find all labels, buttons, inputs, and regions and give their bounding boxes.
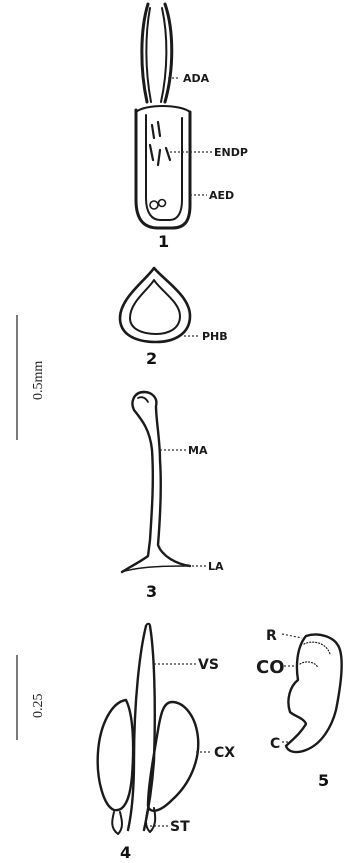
figure-2-phallobase: PHB 2: [120, 268, 228, 368]
label-vs: VS: [198, 657, 219, 673]
label-la: LA: [208, 560, 224, 573]
figure-5-gonocoxite: R CO C 5: [256, 628, 342, 790]
ma-head-detail: [138, 397, 148, 402]
figure-number-1: 1: [158, 232, 169, 251]
label-ada: ADA: [183, 72, 210, 85]
phb-outer-outline: [120, 268, 190, 342]
scale-bar-small-label: 0.25: [31, 694, 46, 719]
endp-vesicle-b: [159, 200, 166, 207]
label-ma: MA: [188, 444, 208, 457]
aed-top-rim: [136, 106, 190, 112]
figure-number-2: 2: [146, 349, 157, 368]
label-cx: CX: [214, 745, 235, 761]
ada-inner-right: [161, 8, 166, 102]
figure-number-4: 4: [120, 843, 131, 862]
vs-apex: [146, 624, 150, 626]
scale-bar-large: 0.5mm: [17, 315, 46, 440]
scale-bar-large-label: 0.5mm: [31, 361, 46, 400]
ada-inner-left: [146, 8, 151, 102]
figure-number-5: 5: [318, 771, 329, 790]
vs-left-edge: [128, 626, 146, 830]
figure-number-3: 3: [146, 582, 157, 601]
label-c: C: [270, 736, 280, 752]
cx-left-lobe: [98, 700, 133, 810]
endp-sclerites: [150, 122, 170, 165]
aed-inner-wall: [146, 115, 182, 220]
label-phb: PHB: [202, 330, 228, 343]
label-aed: AED: [209, 189, 234, 202]
st-left: [112, 812, 122, 834]
label-r: R: [266, 628, 277, 644]
scale-bar-small: 0.25: [17, 655, 46, 740]
ma-left-edge: [122, 392, 153, 572]
figure-4-genitalia-ventral: VS CX ST 4: [98, 624, 236, 862]
st-right: [146, 808, 155, 832]
r-co-c-outline: [286, 635, 342, 753]
endp-vesicle-a: [150, 201, 158, 209]
label-st: ST: [170, 819, 190, 835]
label-endp: ENDP: [214, 146, 248, 159]
r-stipple: [300, 642, 330, 668]
figure-3-apodeme: MA LA 3: [122, 392, 224, 601]
r-leader: [282, 634, 302, 638]
label-co: CO: [256, 657, 285, 678]
figure-1-aedeagus: ADA ENDP AED 1: [136, 4, 248, 251]
